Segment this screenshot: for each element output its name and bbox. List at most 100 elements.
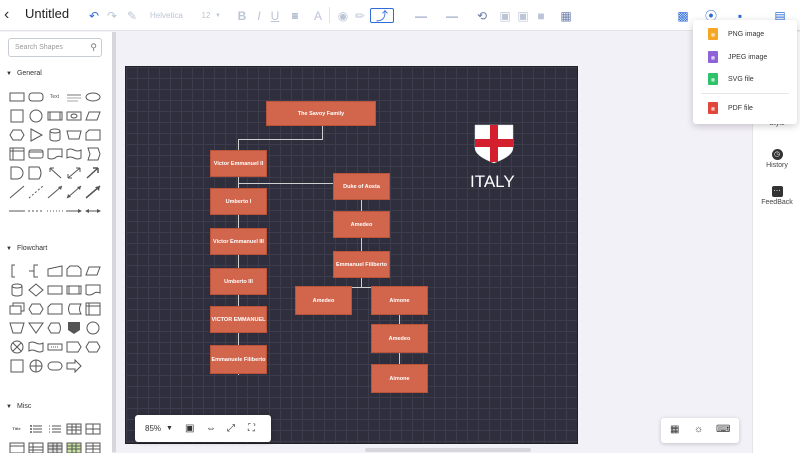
send-back-icon[interactable]: ▣: [517, 8, 529, 23]
zoom-level[interactable]: 85%: [145, 424, 162, 433]
export-svg-option[interactable]: ▩ SVG file: [693, 68, 797, 90]
tree-node[interactable]: Aimone: [371, 364, 428, 393]
fullscreen-icon[interactable]: ⛶: [248, 423, 255, 434]
bulleted-list-shape[interactable]: [26, 419, 45, 438]
parallelogram-shape[interactable]: [83, 106, 102, 125]
tree-node[interactable]: Amedeo: [371, 324, 428, 353]
predefined-process-shape[interactable]: [64, 280, 83, 299]
theme-icon[interactable]: ☼: [694, 424, 704, 435]
thick-arrow-line-shape[interactable]: [83, 182, 102, 201]
search-shapes-input[interactable]: Search Shapes ⚲: [8, 38, 102, 57]
line-color-icon[interactable]: ✏: [354, 8, 366, 23]
document-title[interactable]: Untitled: [25, 6, 70, 21]
bold-icon[interactable]: B: [237, 8, 247, 23]
multi-document-shape[interactable]: [7, 299, 26, 318]
text-shape[interactable]: Text: [45, 87, 64, 106]
internal-storage-shape[interactable]: [7, 144, 26, 163]
tree-node[interactable]: Amedeo: [295, 286, 352, 315]
decision-shape[interactable]: [26, 280, 45, 299]
square-shape[interactable]: [7, 106, 26, 125]
ellipse-shape[interactable]: [83, 87, 102, 106]
trapezoid-shape[interactable]: [64, 125, 83, 144]
grid-table-shape[interactable]: [83, 419, 102, 438]
flow-square-shape[interactable]: [7, 356, 26, 375]
bring-front-icon[interactable]: ▣: [499, 8, 511, 23]
align-icon[interactable]: ≡: [291, 8, 299, 23]
note-shape[interactable]: [83, 144, 102, 163]
export-pdf-option[interactable]: ▩ PDF file: [693, 97, 797, 119]
off-page-connector-shape[interactable]: [64, 318, 83, 337]
tree-node[interactable]: Emmanuele Filiberto: [210, 345, 267, 374]
document-shape[interactable]: [45, 144, 64, 163]
fit-width-icon[interactable]: ⇔: [206, 423, 216, 434]
font-size-select[interactable]: 12: [201, 11, 211, 20]
connector-line[interactable]: [323, 287, 399, 288]
england-flag-shield-icon[interactable]: [474, 124, 514, 164]
tree-node[interactable]: Umberto I: [210, 188, 267, 215]
merge-shape[interactable]: [26, 318, 45, 337]
export-icon[interactable]: ▤: [774, 8, 786, 23]
arrow-shape[interactable]: [83, 163, 102, 182]
italic-icon[interactable]: I: [257, 8, 261, 23]
heading-shape[interactable]: [64, 87, 83, 106]
tree-table-shape[interactable]: [26, 438, 45, 453]
horizontal-line-shape[interactable]: [7, 201, 26, 220]
line-style-select[interactable]: —: [415, 8, 427, 23]
horizontal-double-arrow-shape[interactable]: [83, 201, 102, 220]
undo-icon[interactable]: ↶: [88, 8, 100, 23]
process-shape[interactable]: [45, 106, 64, 125]
flow-internal-storage-shape[interactable]: [83, 299, 102, 318]
arrange-icon[interactable]: ⟲: [476, 8, 488, 23]
connector-style-icon[interactable]: ⤴: [370, 8, 394, 23]
table-icon[interactable]: ▦: [560, 8, 572, 23]
sequential-data-shape[interactable]: [45, 337, 64, 356]
back-arrow-icon[interactable]: ‹: [4, 6, 10, 23]
flow-process-shape[interactable]: [45, 280, 64, 299]
chevron-down-icon[interactable]: ▼: [215, 12, 221, 19]
feedback-button[interactable]: ⋯ FeedBack: [753, 186, 800, 206]
redo-icon[interactable]: ↷: [106, 8, 118, 23]
flow-off-page-shape[interactable]: [64, 337, 83, 356]
connector-shape[interactable]: [83, 318, 102, 337]
off-page-shape[interactable]: [26, 163, 45, 182]
connector-line[interactable]: [238, 139, 323, 140]
tree-node[interactable]: Amedeo: [333, 211, 390, 238]
card-shape[interactable]: [83, 125, 102, 144]
section-flowchart[interactable]: ▼Flowchart: [6, 245, 47, 252]
section-general[interactable]: ▼General: [6, 70, 42, 77]
tree-node-root[interactable]: The Savoy Family: [266, 101, 376, 126]
loop-limit-shape[interactable]: [64, 261, 83, 280]
history-button[interactable]: ◷ History: [753, 149, 800, 169]
arrow-line-shape[interactable]: [45, 182, 64, 201]
annotation-shape[interactable]: [26, 261, 45, 280]
green-table-shape[interactable]: [64, 438, 83, 453]
flow-cylinder-shape[interactable]: [7, 280, 26, 299]
folder-icon[interactable]: ▪: [737, 8, 743, 23]
flow-hexagon-shape[interactable]: [26, 299, 45, 318]
lock-icon[interactable]: ■: [537, 8, 545, 23]
flow-preparation-shape[interactable]: [83, 337, 102, 356]
manual-input-shape[interactable]: [45, 261, 64, 280]
connector-line[interactable]: [238, 139, 239, 375]
tree-node[interactable]: Victor Emmanuel III: [210, 228, 267, 255]
flow-parallelogram-shape[interactable]: [83, 261, 102, 280]
flow-display-shape[interactable]: [45, 318, 64, 337]
tape-shape[interactable]: [64, 144, 83, 163]
flow-document-shape[interactable]: [83, 280, 102, 299]
tree-node[interactable]: Aimone: [371, 286, 428, 315]
triangle-shape[interactable]: [26, 125, 45, 144]
tree-node[interactable]: Duke of Aosta: [333, 173, 390, 200]
section-misc[interactable]: ▼Misc: [6, 403, 31, 410]
tree-node[interactable]: Victor Emmanuel II: [210, 150, 267, 177]
callout-shape[interactable]: [45, 163, 64, 182]
export-png-option[interactable]: ▩ PNG image: [693, 23, 797, 45]
hexagon-shape[interactable]: [7, 125, 26, 144]
canvas-horizontal-scrollbar[interactable]: [365, 448, 531, 452]
save-icon[interactable]: ▩: [677, 8, 689, 23]
flow-tape-shape[interactable]: [26, 337, 45, 356]
delay-shape[interactable]: [7, 163, 26, 182]
share-icon[interactable]: ⦿: [704, 9, 717, 23]
connector-line[interactable]: [322, 126, 323, 139]
tree-node[interactable]: Umberto III: [210, 268, 267, 295]
keyboard-icon[interactable]: ⌨: [716, 424, 731, 435]
